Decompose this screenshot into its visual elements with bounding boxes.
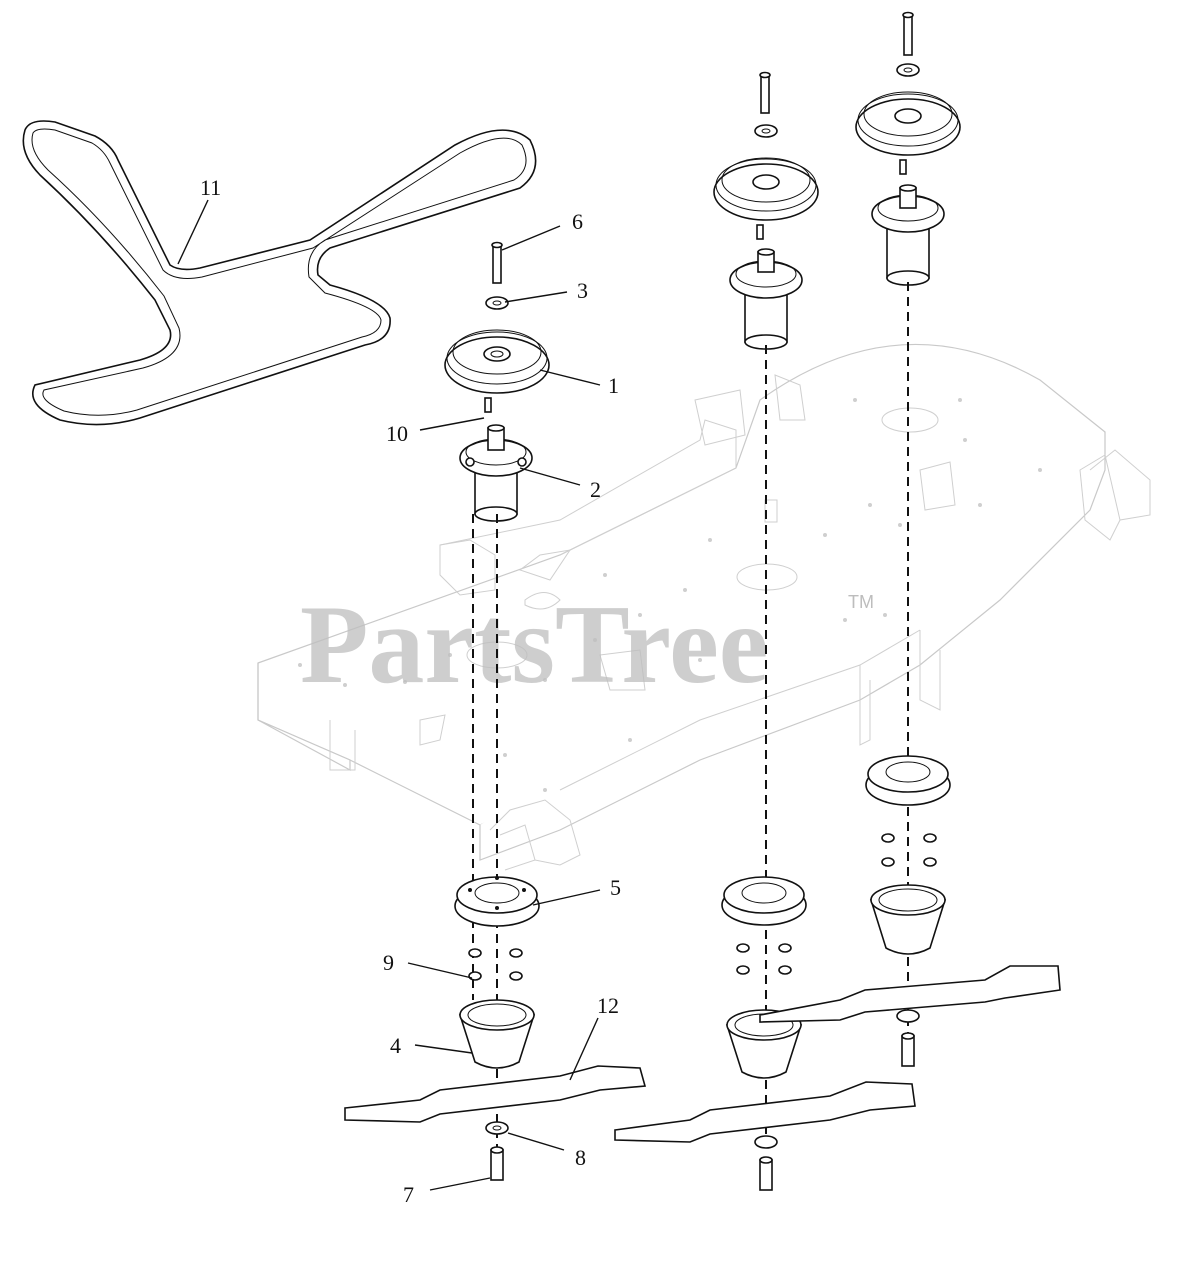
middle-spindle-stack (713, 71, 819, 350)
leader-3 (504, 291, 568, 303)
mower-blade (344, 1065, 647, 1123)
drive-belt (22, 120, 537, 426)
watermark-text: PartsTree (300, 583, 769, 707)
mower-deck (257, 343, 1151, 871)
leader-9 (407, 962, 473, 979)
leader-11 (177, 199, 209, 265)
callout-8: 8 (575, 1145, 586, 1170)
callout-12: 12 (597, 993, 619, 1018)
callout-4: 4 (390, 1033, 401, 1058)
spindle-pulley (444, 329, 550, 394)
callout-9: 9 (383, 950, 394, 975)
callout-10: 10 (386, 421, 408, 446)
callout-1: 1 (608, 373, 619, 398)
leader-5 (532, 889, 601, 906)
watermark: PartsTree TM (300, 583, 874, 707)
callout-6: 6 (572, 209, 583, 234)
callout-2: 2 (590, 477, 601, 502)
leader-1 (539, 369, 601, 386)
leader-4 (414, 1044, 473, 1054)
leader-8 (507, 1132, 565, 1151)
bearing-housing (454, 876, 540, 927)
leader-6 (501, 225, 561, 251)
callout-11: 11 (200, 175, 221, 200)
lock-nuts (468, 948, 523, 981)
left-lower-stack (344, 876, 647, 1181)
callout-7: 7 (403, 1182, 414, 1207)
left-spindle-stack (444, 241, 550, 522)
leader-10 (419, 417, 485, 431)
blade-adapter-cup (458, 999, 536, 1069)
spindle-assembly (459, 424, 533, 522)
callout-leaders (177, 199, 601, 1191)
callout-labels: 11 6 3 1 10 2 5 9 4 12 8 7 (200, 175, 621, 1207)
middle-lower-stack (614, 876, 916, 1191)
leader-7 (429, 1177, 491, 1191)
spindle-bolt (491, 241, 503, 284)
right-spindle-stack (855, 11, 961, 286)
blade-bolt (490, 1146, 504, 1181)
watermark-trademark: TM (848, 592, 874, 612)
callout-5: 5 (610, 875, 621, 900)
spindle-washer (485, 296, 509, 310)
leader-12 (569, 1017, 599, 1081)
spindle-key (484, 397, 492, 413)
right-lower-stack (759, 755, 1061, 1067)
callout-3: 3 (577, 278, 588, 303)
blade-washer (485, 1121, 509, 1135)
leader-2 (519, 467, 581, 486)
